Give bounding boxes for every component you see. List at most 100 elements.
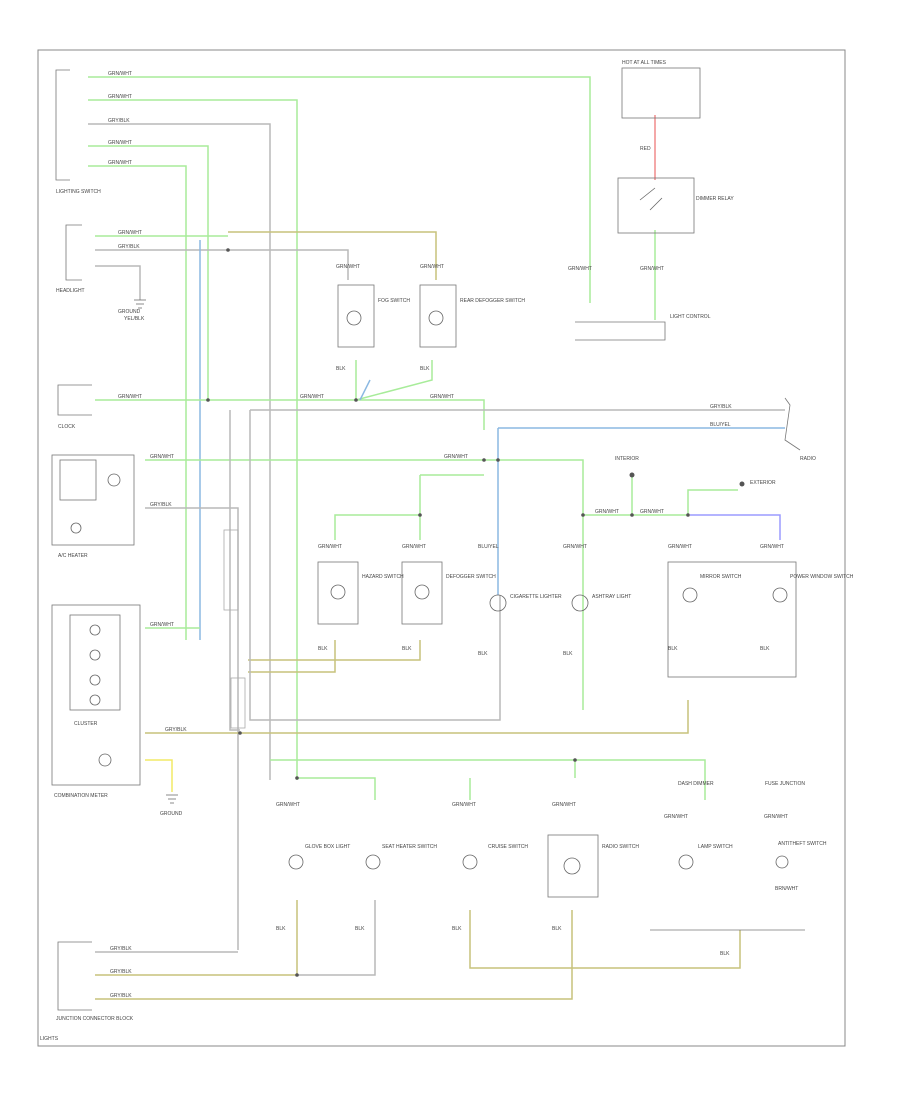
ac-heater-lamp2 xyxy=(70,522,82,534)
wire-label-44: GRN/WHT xyxy=(552,802,576,808)
label-combination-meter: COMBINATION METER xyxy=(54,793,108,799)
wire-label-24: GRN/WHT xyxy=(640,266,664,272)
wire-label-31: GRN/WHT xyxy=(402,544,426,550)
gray-bar-2 xyxy=(230,677,246,729)
wire-olive-b3 xyxy=(95,910,573,1000)
wire-label-36: BLK xyxy=(478,651,488,657)
wire-label-5: GRN/WHT xyxy=(108,160,132,166)
wire-label-50: BLK xyxy=(552,926,562,932)
label-fuse-junction: FUSE JUNCTION xyxy=(765,781,805,787)
label-cruise-switch: CRUISE SWITCH xyxy=(488,844,528,850)
wire-gray-loop xyxy=(249,410,501,721)
wire-label-21: GRN/WHT xyxy=(595,509,619,515)
label-power-window: POWER WINDOW SWITCH xyxy=(790,574,854,580)
cluster-inner xyxy=(69,614,121,711)
label-ground-g2: GROUND xyxy=(160,811,183,817)
wire-gray-ac xyxy=(145,507,239,950)
ashtray-lamp xyxy=(571,594,589,612)
label-ashtray: ASHTRAY LIGHT xyxy=(592,594,631,600)
wire-label-26: GRN/WHT xyxy=(336,264,360,270)
wire-label-47: BLK xyxy=(276,926,286,932)
wire-green-bot2 xyxy=(297,777,471,800)
wire-green-sw xyxy=(334,474,484,540)
wire-green-top-1 xyxy=(88,76,591,303)
meter-lamp xyxy=(98,753,112,767)
hazard-switch-box xyxy=(317,561,359,625)
wires xyxy=(88,76,785,1000)
label-clock: CLOCK xyxy=(58,424,76,430)
wire-label-43: GRN/WHT xyxy=(452,802,476,808)
wire-label-23: RED xyxy=(640,146,651,152)
lighting-switch-box xyxy=(55,69,70,181)
wire-label-27: GRN/WHT xyxy=(420,264,444,270)
wire-label-34: BLK xyxy=(318,646,328,652)
label-radio-switch: RADIO SWITCH xyxy=(602,844,639,850)
wire-label-10: GRY/BLK xyxy=(150,502,172,508)
wire-green-top-4 xyxy=(88,145,209,400)
wire-label-6: GRN/WHT xyxy=(118,230,142,236)
ground-g1 xyxy=(134,299,146,309)
headlight-switch-box xyxy=(65,224,82,281)
label-ground-g1: GROUND xyxy=(118,309,141,315)
antitheft-lamp xyxy=(775,855,789,869)
wire-label-22: GRN/WHT xyxy=(640,509,664,515)
wire-olive-b2 xyxy=(95,900,298,976)
label-lamp-switch: LAMP SWITCH xyxy=(698,844,733,850)
label-fuse-block: HOT AT ALL TIMES xyxy=(622,60,667,66)
wire-green-right-pw xyxy=(583,489,738,516)
wire-label-16: GRY/BLK xyxy=(710,404,732,410)
wire-gray-hl2 xyxy=(95,265,141,300)
wire-label-51: BLK xyxy=(720,951,730,957)
cluster-lamp-2 xyxy=(89,649,101,661)
wire-label-46: GRN/WHT xyxy=(764,814,788,820)
rear-defogger-box xyxy=(419,284,457,348)
ac-heater-inner xyxy=(59,459,97,501)
label-seat-heater: SEAT HEATER SWITCH xyxy=(382,844,437,850)
lamp-switch-lamp xyxy=(678,854,694,870)
wire-label-9: GRN/WHT xyxy=(150,454,174,460)
fog-switch-box xyxy=(337,284,375,348)
wire-label-29: BLK xyxy=(420,366,430,372)
wire-olive-b4 xyxy=(469,910,741,969)
label-antitheft: ANTITHEFT SWITCH xyxy=(778,841,827,847)
label-glove-box: GLOVE BOX LIGHT xyxy=(305,844,350,850)
wire-green-mid xyxy=(145,459,584,710)
defogger-switch-lamp xyxy=(414,584,430,600)
label-junction-block: JUNCTION CONNECTOR BLOCK xyxy=(56,1016,134,1022)
wire-green-top-5 xyxy=(88,165,187,640)
wire-green-top-2 xyxy=(88,99,298,780)
hazard-switch-lamp xyxy=(330,584,346,600)
wire-label-15: GRY/BLK xyxy=(110,993,132,999)
wire-yellow-gnd xyxy=(145,759,173,792)
power-window-lamp xyxy=(772,587,788,603)
light-control-bracket xyxy=(575,321,666,341)
wire-label-33: GRN/WHT xyxy=(563,544,587,550)
wire-label-2: GRN/WHT xyxy=(108,94,132,100)
right-connector xyxy=(784,397,801,451)
label-light-control: LIGHT CONTROL xyxy=(670,314,711,320)
wire-label-28: BLK xyxy=(336,366,346,372)
label-mirror-switch: MIRROR SWITCH xyxy=(700,574,742,580)
wire-label-48: BLK xyxy=(355,926,365,932)
wire-olive-top xyxy=(228,231,437,280)
wire-label-20: GRN/WHT xyxy=(444,454,468,460)
wire-green-bot xyxy=(270,759,706,800)
wire-label-35: BLK xyxy=(402,646,412,652)
label-fog-switch: FOG SWITCH xyxy=(378,298,410,304)
wire-olive-mid xyxy=(248,640,421,661)
junction-dots xyxy=(206,248,745,977)
cluster-lamp-4 xyxy=(89,694,101,706)
wire-label-42: GRN/WHT xyxy=(276,802,300,808)
cluster-lamp-3 xyxy=(89,674,101,686)
combination-meter-box xyxy=(51,604,141,786)
glove-box-lamp xyxy=(288,854,304,870)
wire-label-49: BLK xyxy=(452,926,462,932)
defogger-switch-box xyxy=(401,561,443,625)
label-interior: INTERIOR xyxy=(615,456,639,462)
wire-label-4: GRN/WHT xyxy=(108,140,132,146)
cruise-switch-lamp xyxy=(462,854,478,870)
wire-green-clock xyxy=(95,399,485,430)
clock-box xyxy=(57,384,92,416)
wire-gray-hl xyxy=(95,249,349,280)
